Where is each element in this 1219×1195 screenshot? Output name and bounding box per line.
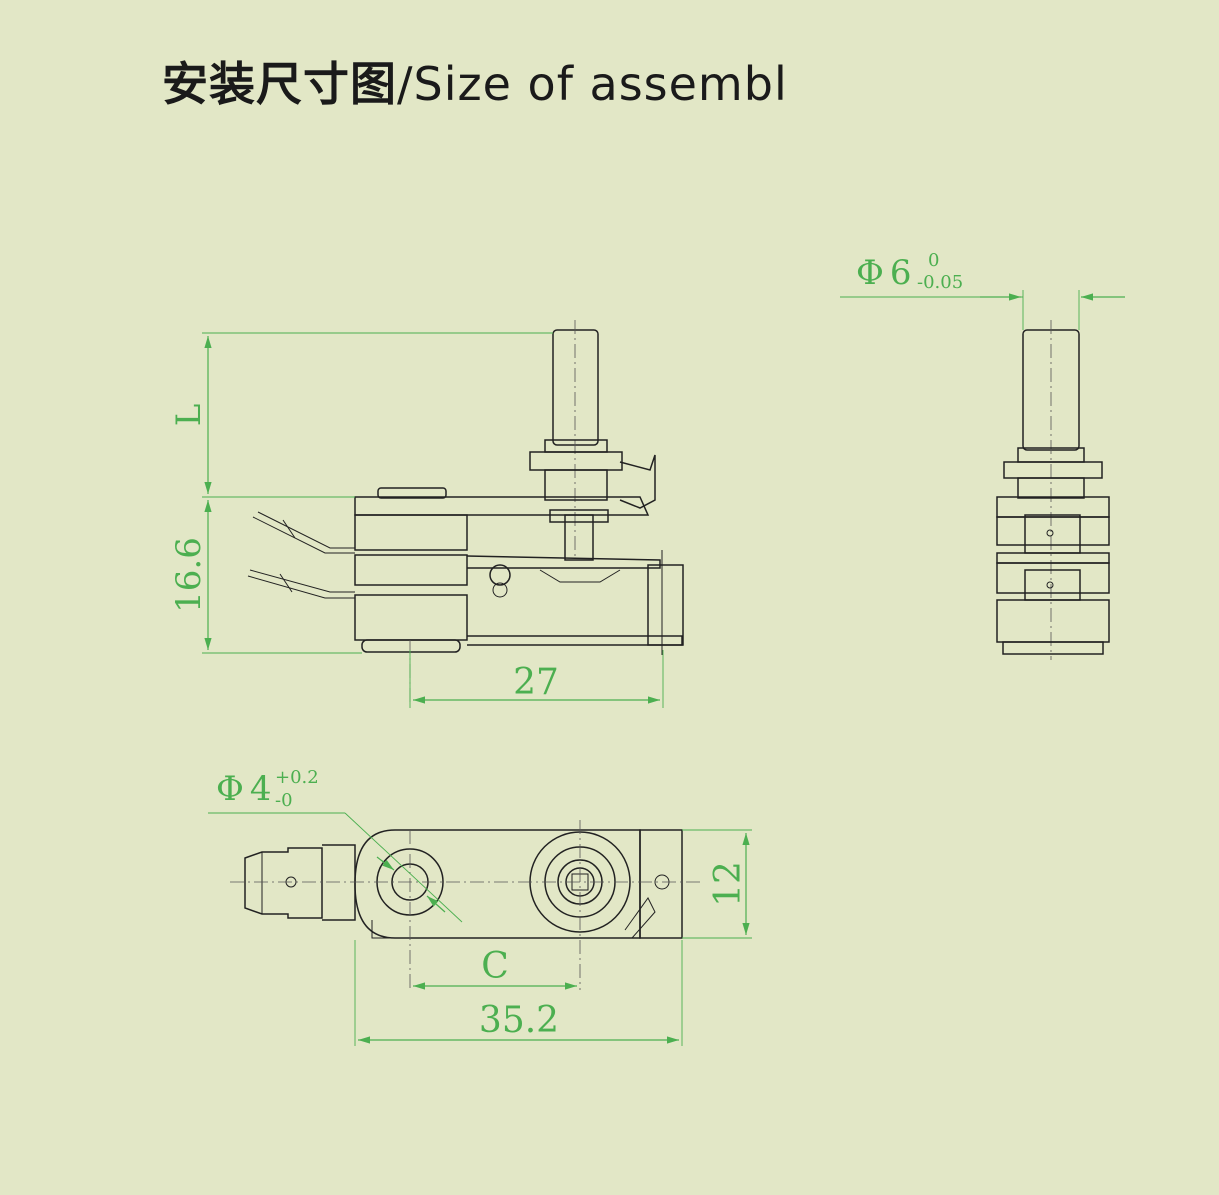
- top-view: [230, 820, 700, 990]
- dimension-height-label: 16.6: [169, 537, 209, 613]
- front-view: [996, 320, 1110, 660]
- hole-diameter-upper-tolerance: +0.2: [275, 767, 319, 788]
- dimension-center-distance-label: C: [481, 946, 509, 987]
- shaft-diameter-upper-tolerance: 0: [928, 250, 939, 271]
- side-view-dimensions: L 16.6 27: [169, 332, 664, 708]
- side-view: [247, 320, 684, 705]
- page-title: 安装尺寸图/Size of assembl: [162, 48, 788, 114]
- title-chinese: 安装尺寸图: [162, 57, 397, 111]
- shaft-diameter-lower-tolerance: -0.05: [917, 272, 963, 293]
- title-english: Size of assembl: [413, 57, 788, 111]
- dimension-overall-length-label: 35.2: [479, 1000, 559, 1041]
- dimension-thickness-label: 12: [708, 861, 749, 907]
- dimension-width-top-label: 27: [513, 662, 559, 703]
- dimension-length-label: L: [169, 404, 209, 427]
- title-separator: /: [397, 57, 414, 111]
- hole-diameter-lower-tolerance: -0: [275, 790, 293, 811]
